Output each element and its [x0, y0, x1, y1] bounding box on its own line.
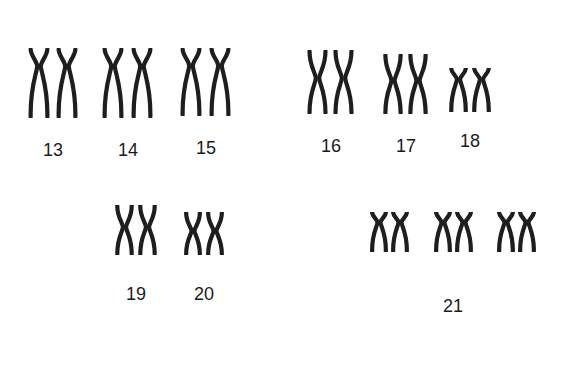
chromosome-number: 15	[196, 139, 216, 157]
chromosome-number: 20	[194, 285, 214, 303]
chromosome-number: 18	[460, 132, 480, 150]
chromosome-18	[451, 69, 488, 111]
chromosome-13	[31, 49, 76, 116]
chromosome-15	[183, 49, 229, 114]
chromosome-21	[372, 213, 534, 251]
chromosome-number: 17	[396, 137, 416, 155]
chromosome-number: 14	[118, 141, 138, 159]
chromosome-number: 19	[126, 285, 146, 303]
chromosome-17	[385, 55, 425, 113]
chromosome-number: 13	[43, 141, 63, 159]
chromosome-14	[105, 49, 151, 116]
chromosome-16	[310, 51, 352, 112]
chromosome-number: 21	[443, 297, 463, 315]
chromosome-number: 16	[321, 137, 341, 155]
chromosome-19	[117, 206, 154, 254]
chromosome-20	[186, 213, 222, 254]
